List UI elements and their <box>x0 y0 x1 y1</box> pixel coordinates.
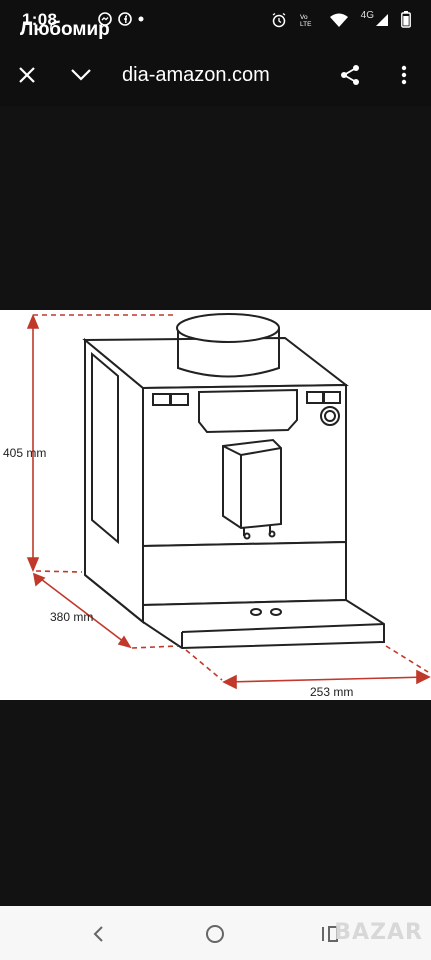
more-vertical-icon <box>401 65 407 85</box>
back-icon <box>93 926 103 942</box>
status-bar: 1:08 Любомир Vo LTE 4G <box>0 0 431 44</box>
nav-recents-button[interactable] <box>316 920 344 948</box>
depth-dimension-label: 380 mm <box>50 610 93 624</box>
share-icon <box>341 65 359 85</box>
share-button[interactable] <box>337 62 363 88</box>
messenger-icon <box>98 12 112 26</box>
svg-text:LTE: LTE <box>300 21 312 28</box>
product-dimension-image[interactable]: 405 mm 380 mm 253 mm <box>0 310 431 700</box>
nav-back-button[interactable] <box>84 920 112 948</box>
home-icon <box>206 925 224 943</box>
nav-home-button[interactable] <box>201 920 229 948</box>
facebook-icon <box>118 12 132 26</box>
system-navigation-bar: BAZAR <box>0 906 431 960</box>
cell-signal-icon <box>376 13 388 26</box>
notification-contact-name: Любомир <box>20 19 110 40</box>
wifi-icon <box>329 13 348 27</box>
chevron-down-icon <box>71 69 91 81</box>
status-left-icons <box>98 12 144 26</box>
coffee-machine-drawing: 405 mm 380 mm 253 mm <box>3 313 431 699</box>
status-time: 1:08 <box>22 10 58 29</box>
close-button[interactable] <box>14 62 40 88</box>
more-notifications-dot-icon <box>138 16 144 22</box>
close-icon <box>19 67 35 83</box>
height-dimension-label: 405 mm <box>3 446 46 460</box>
alarm-icon <box>272 12 286 27</box>
network-type-label: 4G <box>360 10 374 21</box>
volte-icon: Vo LTE <box>300 14 312 28</box>
width-dimension-label: 253 mm <box>310 685 353 699</box>
collapse-button[interactable] <box>68 62 94 88</box>
url-display[interactable]: dia-amazon.com <box>122 64 270 86</box>
status-right-icons: Vo LTE 4G <box>271 10 411 28</box>
recents-icon <box>322 926 338 942</box>
battery-icon <box>401 11 411 28</box>
browser-toolbar: dia-amazon.com <box>0 44 431 106</box>
more-options-button[interactable] <box>391 62 417 88</box>
svg-text:Vo: Vo <box>300 14 308 21</box>
bazar-watermark: BAZAR <box>334 920 423 945</box>
